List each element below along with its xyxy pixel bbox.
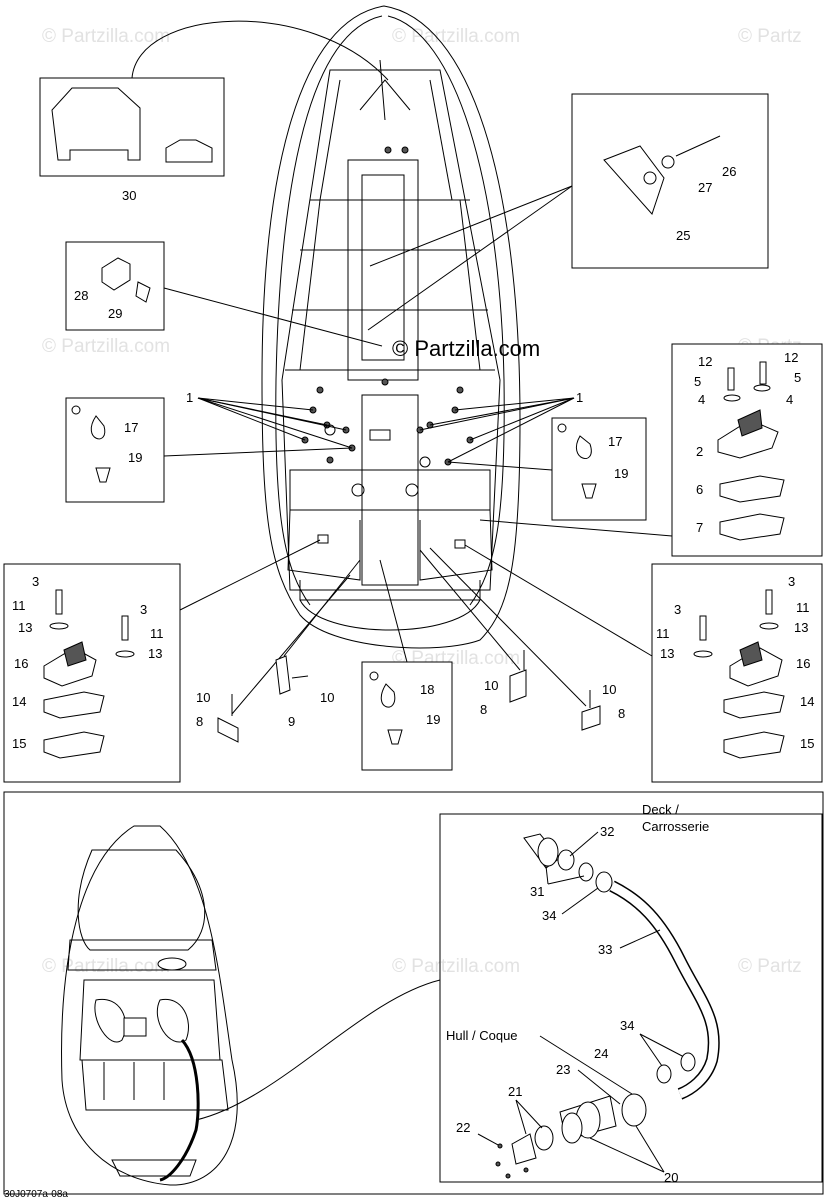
callout-1-right: 1 xyxy=(576,390,583,405)
box-part-28-29: 28 29 xyxy=(65,241,383,347)
callout-15-left: 15 xyxy=(12,736,26,751)
carrosserie-label: Carrosserie xyxy=(642,819,709,834)
callout-12-right: 12 xyxy=(784,350,798,365)
watermark: © Partzilla.com xyxy=(392,26,520,47)
watermark-center: © Partzilla.com xyxy=(392,336,540,361)
callout-19-center: 19 xyxy=(426,712,440,727)
callout-10-c: 10 xyxy=(484,678,498,693)
callout-11-right-b: 11 xyxy=(656,626,670,641)
callout-17-left: 17 xyxy=(124,420,138,435)
box-part-mount-left: 3 11 13 3 11 13 16 14 15 xyxy=(3,539,321,783)
callout-22: 22 xyxy=(456,1120,470,1135)
box-part-18-19: 18 19 xyxy=(361,559,453,771)
callout-3-right-a: 3 xyxy=(788,574,795,589)
drain-hose-detail: Deck / Carrosserie 32 31 34 33 Hull / Co… xyxy=(446,802,720,1185)
callout-16-left: 16 xyxy=(14,656,28,671)
box-part-17-19-left: 17 19 xyxy=(65,397,353,503)
callout-8-a: 8 xyxy=(196,714,203,729)
callout-19-left: 19 xyxy=(128,450,142,465)
callout-3-right-b: 3 xyxy=(674,602,681,617)
callout-11-right-a: 11 xyxy=(796,600,810,615)
hull-top-view xyxy=(261,5,521,649)
callout-34-top: 34 xyxy=(542,908,556,923)
callout-16-right: 16 xyxy=(796,656,810,671)
watermark: © Partzilla.com xyxy=(42,26,170,47)
callout-1-left: 1 xyxy=(186,390,193,405)
callout-11-left-a: 11 xyxy=(12,598,26,613)
callout-13-right-b: 13 xyxy=(660,646,674,661)
box-part-mount-right-lower: 3 11 13 3 11 13 16 14 15 xyxy=(464,544,823,783)
callout-1-leaders: 1 1 xyxy=(186,390,583,463)
box-part-30: 30 xyxy=(39,20,389,203)
callout-18: 18 xyxy=(420,682,434,697)
callout-7: 7 xyxy=(696,520,703,535)
callout-30: 30 xyxy=(122,188,136,203)
callout-8-c: 8 xyxy=(618,706,625,721)
lower-frame xyxy=(3,791,824,1195)
callout-10-b: 10 xyxy=(320,690,334,705)
box-part-mount-right: 12 12 5 5 4 4 2 6 7 xyxy=(479,343,823,557)
callout-33: 33 xyxy=(598,942,612,957)
loose-brackets: 10 8 10 9 10 8 10 8 xyxy=(196,547,625,743)
callout-31: 31 xyxy=(530,884,544,899)
callout-6: 6 xyxy=(696,482,703,497)
callout-28: 28 xyxy=(74,288,88,303)
image-code: 30J0707a-08a xyxy=(4,1189,68,1200)
callout-25: 25 xyxy=(676,228,690,243)
callout-14-left: 14 xyxy=(12,694,26,709)
callout-13-left-b: 13 xyxy=(148,646,162,661)
callout-13-left-a: 13 xyxy=(18,620,32,635)
callout-10-d: 10 xyxy=(602,682,616,697)
callout-10-a: 10 xyxy=(196,690,210,705)
callout-27: 27 xyxy=(698,180,712,195)
callout-3-left-b: 3 xyxy=(140,602,147,617)
callout-17-right: 17 xyxy=(608,434,622,449)
callout-4-right: 4 xyxy=(786,392,793,407)
watermark: © Partz xyxy=(738,956,802,977)
hull-label: Hull / Coque xyxy=(446,1028,518,1043)
callout-8-b: 8 xyxy=(480,702,487,717)
drain-detail-frame xyxy=(439,813,823,1183)
callout-19-right: 19 xyxy=(614,466,628,481)
callout-21: 21 xyxy=(508,1084,522,1099)
callout-29: 29 xyxy=(108,306,122,321)
deck-label: Deck / xyxy=(642,802,679,817)
callout-26: 26 xyxy=(722,164,736,179)
box-part-17-19-right: 17 19 xyxy=(447,417,647,521)
callout-32: 32 xyxy=(600,824,614,839)
callout-9: 9 xyxy=(288,714,295,729)
callout-13-right-a: 13 xyxy=(794,620,808,635)
callout-23: 23 xyxy=(556,1062,570,1077)
callout-12-left: 12 xyxy=(698,354,712,369)
callout-14-right: 14 xyxy=(800,694,814,709)
boat-iso-view xyxy=(61,825,441,1186)
callout-3-left-a: 3 xyxy=(32,574,39,589)
callout-24: 24 xyxy=(594,1046,608,1061)
callout-11-left-b: 11 xyxy=(150,626,164,641)
callout-4-left: 4 xyxy=(698,392,705,407)
box-part-25-27: 26 27 25 xyxy=(367,93,769,331)
callout-34-bottom: 34 xyxy=(620,1018,634,1033)
callout-2: 2 xyxy=(696,444,703,459)
watermark: © Partzilla.com xyxy=(42,336,170,357)
callout-5-right: 5 xyxy=(794,370,801,385)
callout-20: 20 xyxy=(664,1170,678,1185)
callout-15-right: 15 xyxy=(800,736,814,751)
watermark: © Partzilla.com xyxy=(42,956,170,977)
callout-5-left: 5 xyxy=(694,374,701,389)
watermark: © Partz xyxy=(738,26,802,47)
watermark: © Partzilla.com xyxy=(392,956,520,977)
